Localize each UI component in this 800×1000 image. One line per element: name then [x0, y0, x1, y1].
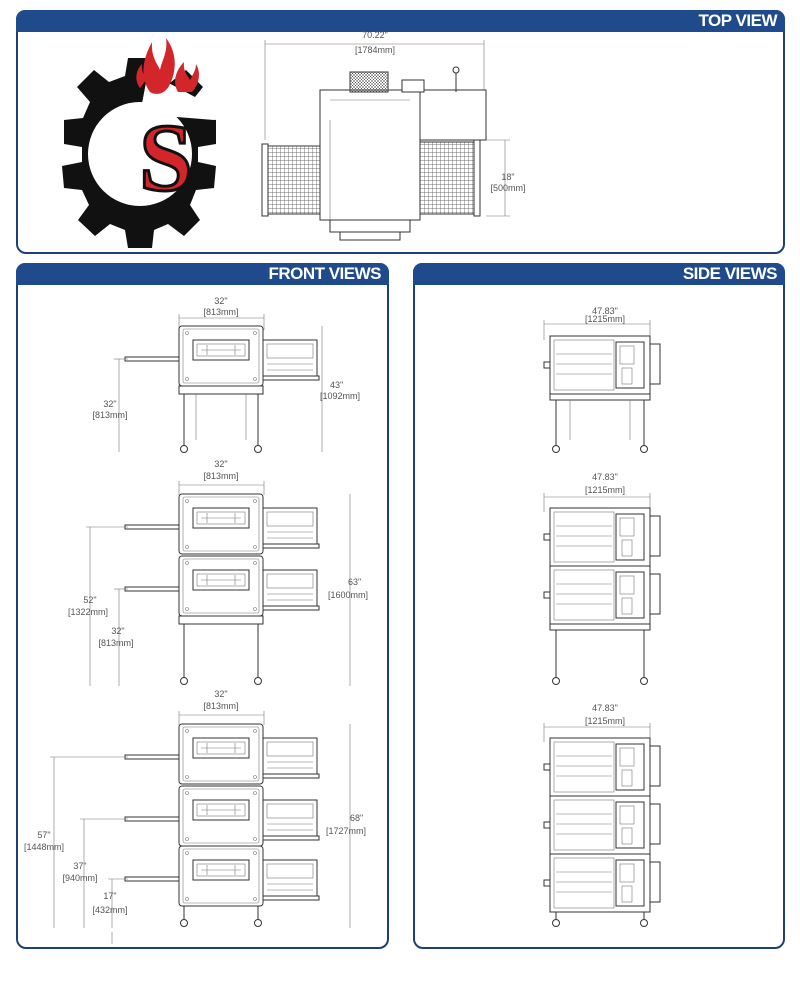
logo-letter: S	[139, 104, 192, 211]
front2-lower-belt-mm: [813mm]	[98, 638, 133, 648]
front3-low-belt-in: 17"	[103, 891, 116, 901]
side-view-double: 47.83" [1215mm]	[543, 472, 661, 685]
front1-height-mm: [1092mm]	[320, 391, 360, 401]
side-views-title: SIDE VIEWS	[682, 264, 778, 283]
side3-width-mm: [1215mm]	[585, 716, 625, 726]
front-view-single: 32" [813mm] 43" [1092mm] 32" [813mm]	[92, 296, 360, 453]
front1-belt-mm: [813mm]	[92, 410, 127, 420]
front-view-triple: 32" [813mm] 68" [1727mm] 57" [1448mm] 37…	[24, 689, 366, 944]
front3-height-mm: [1727mm]	[326, 826, 366, 836]
flame-icon	[143, 38, 175, 94]
front1-height-in: 43"	[330, 380, 343, 390]
front2-upper-belt-mm: [1322mm]	[68, 607, 108, 617]
gear-icon	[62, 58, 216, 248]
front3-width-mm: [813mm]	[203, 701, 238, 711]
top-width-in: 70.22"	[362, 30, 388, 40]
front2-height-in: 63"	[348, 577, 361, 587]
top-view-title: TOP VIEW	[698, 11, 777, 30]
front1-width-in: 32"	[214, 296, 227, 306]
front3-width-in: 32"	[214, 689, 227, 699]
top-width-mm: [1784mm]	[355, 45, 395, 55]
top-view-drawing: 70.22" [1784mm] 18" [500mm]	[261, 30, 526, 241]
front3-mid-belt-mm: [940mm]	[62, 873, 97, 883]
top-view-header: TOP VIEW	[16, 10, 785, 32]
side3-width-in: 47.83"	[592, 703, 618, 713]
front2-upper-belt-in: 52"	[83, 595, 96, 605]
front2-width-in: 32"	[214, 459, 227, 469]
front1-width-mm: [813mm]	[203, 307, 238, 317]
front3-height-in: 68"	[350, 813, 363, 823]
front3-low-belt-mm: [432mm]	[92, 905, 127, 915]
side1-width-mm: [1215mm]	[585, 314, 625, 324]
side-view-single: 47.83" [1215mm]	[543, 306, 661, 453]
side1-width-in: 47.83"	[592, 306, 618, 316]
front2-height-mm: [1600mm]	[328, 590, 368, 600]
top-depth-mm: [500mm]	[490, 183, 525, 193]
side2-width-in: 47.83"	[592, 472, 618, 482]
front2-lower-belt-in: 32"	[111, 626, 124, 636]
front-views-header: FRONT VIEWS	[16, 263, 389, 285]
side-view-triple: 47.83" [1215mm]	[543, 703, 661, 927]
front3-top-belt-in: 57"	[37, 830, 50, 840]
front2-width-mm: [813mm]	[203, 471, 238, 481]
front3-top-belt-mm: [1448mm]	[24, 842, 64, 852]
front1-belt-in: 32"	[103, 399, 116, 409]
front-views-title: FRONT VIEWS	[268, 264, 381, 283]
front3-mid-belt-in: 37"	[73, 861, 86, 871]
front-view-double: 32" [813mm] 63" [1600mm] 52" [1322mm] 32…	[68, 459, 368, 686]
side2-width-mm: [1215mm]	[585, 485, 625, 495]
side-views-header: SIDE VIEWS	[413, 263, 785, 285]
company-logo: S	[62, 38, 216, 248]
top-depth-in: 18"	[501, 172, 514, 182]
